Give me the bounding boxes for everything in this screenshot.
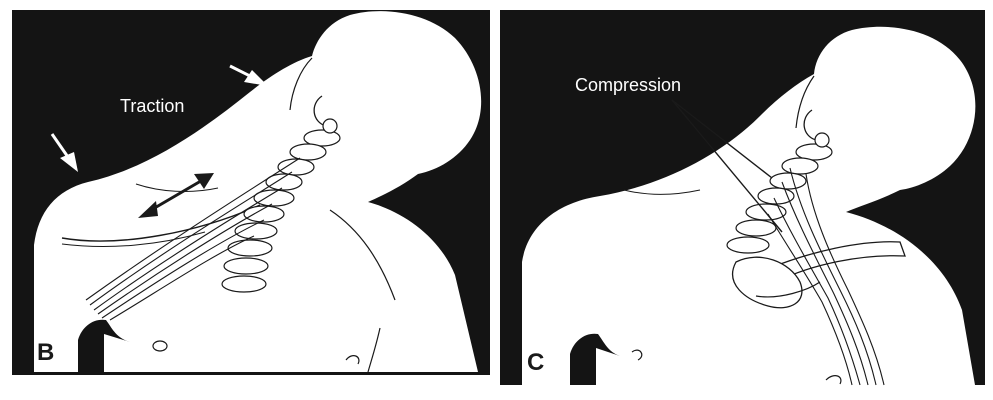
panel-b-label-traction: Traction: [120, 96, 184, 116]
panel-b-letter: B: [37, 339, 54, 366]
panel-c-letter: C: [527, 349, 544, 376]
panel-b: Traction B: [12, 10, 490, 375]
panel-c: Compression C: [500, 10, 985, 385]
panel-c-label-compression: Compression: [575, 75, 681, 95]
